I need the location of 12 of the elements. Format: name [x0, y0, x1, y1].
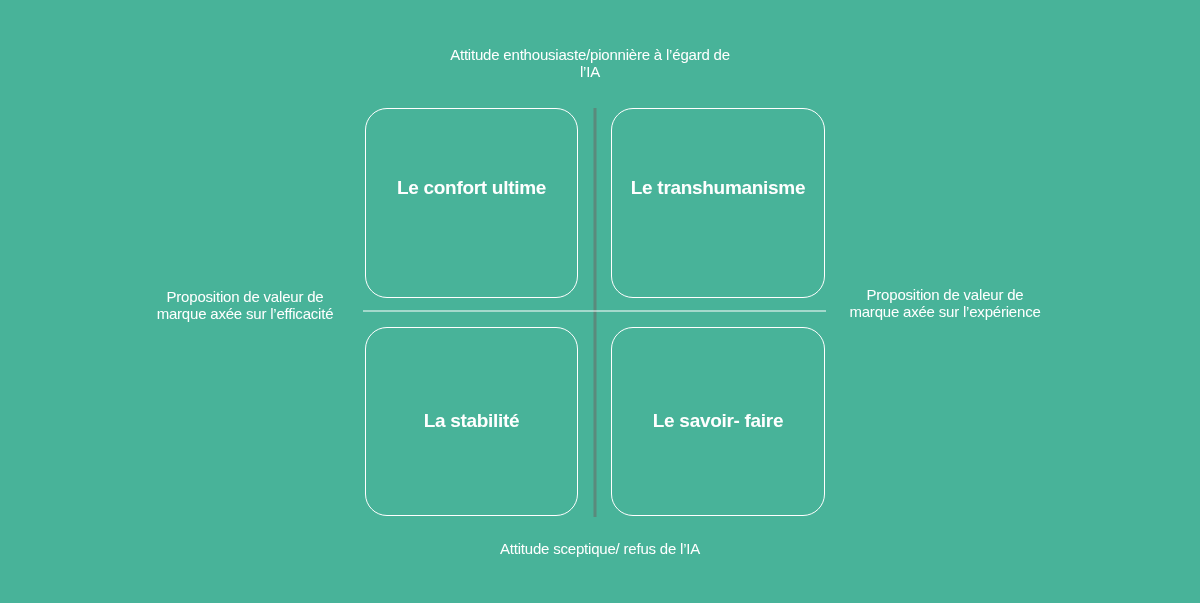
quadrant-title: Le confort ultime — [396, 177, 547, 200]
quadrant-box — [611, 327, 825, 516]
quadrant-box — [365, 108, 578, 298]
axis-label: Attitude enthousiaste/pionnière à l’égard de l’IA — [449, 46, 731, 81]
axis-label: Proposition de valeur de marque axée sur l’efficacité — [155, 288, 335, 323]
axis-label: Proposition de valeur de marque axée sur l’expérience — [848, 286, 1042, 321]
quadrant-box — [365, 327, 578, 516]
axis-label: Attitude sceptique/ refus de l’IA — [498, 540, 702, 558]
quadrant-title: La stabilité — [422, 410, 521, 433]
quadrant-box — [611, 108, 825, 298]
quadrant-title: Le savoir- faire — [651, 410, 785, 433]
quadrant-title: Le transhumanisme — [629, 177, 807, 200]
